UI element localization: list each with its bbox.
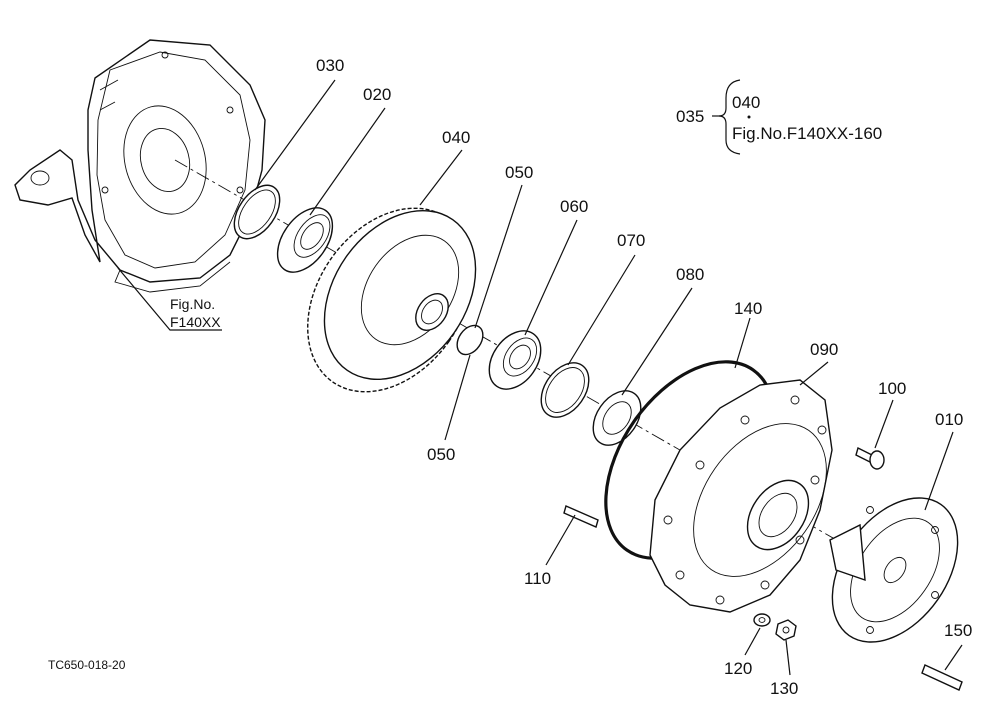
part-label-150: 150	[944, 621, 972, 640]
part-label-010: 010	[935, 410, 963, 429]
callout-brace	[718, 79, 741, 155]
part-label-050-bottom: 050	[427, 445, 455, 464]
part-110-stud	[563, 505, 599, 528]
part-030-ring	[233, 184, 281, 240]
callout-035-number: 035	[676, 107, 704, 126]
figure-ref-line1: Fig.No.	[170, 296, 215, 312]
part-060-bearing	[488, 330, 542, 390]
part-label-060: 060	[560, 197, 588, 216]
part-label-030: 030	[316, 56, 344, 75]
callout-035: 035 040 Fig.No.F140XX-160	[676, 79, 882, 155]
callout-035-item2: Fig.No.F140XX-160	[732, 124, 882, 143]
part-150-stud	[921, 664, 963, 691]
part-050-ring	[456, 324, 484, 356]
part-100-bolt	[855, 446, 885, 470]
callout-035-item1: 040	[732, 93, 760, 112]
part-070-ring	[540, 362, 590, 418]
part-label-080: 080	[676, 265, 704, 284]
part-130-nut	[775, 619, 797, 641]
part-010-flange	[829, 497, 959, 643]
part-label-140: 140	[734, 299, 762, 318]
part-label-110: 110	[524, 569, 551, 588]
part-label-090: 090	[810, 340, 838, 359]
part-label-130: 130	[770, 679, 798, 698]
part-090-cover	[649, 379, 833, 613]
part-label-070: 070	[617, 231, 645, 250]
part-label-020: 020	[363, 85, 391, 104]
part-040-gear	[307, 207, 477, 393]
housing-drawing	[14, 39, 266, 293]
part-080-seal	[592, 390, 642, 446]
part-120-washer	[753, 613, 771, 627]
figure-ref-line2: F140XX	[170, 314, 221, 330]
leader-lines	[117, 79, 963, 676]
part-label-050-top: 050	[505, 163, 533, 182]
part-label-100: 100	[878, 379, 906, 398]
drawing-code: TC650-018-20	[48, 658, 126, 672]
part-020-bearing	[276, 207, 334, 273]
part-label-040: 040	[442, 128, 470, 147]
part-label-120: 120	[724, 659, 752, 678]
